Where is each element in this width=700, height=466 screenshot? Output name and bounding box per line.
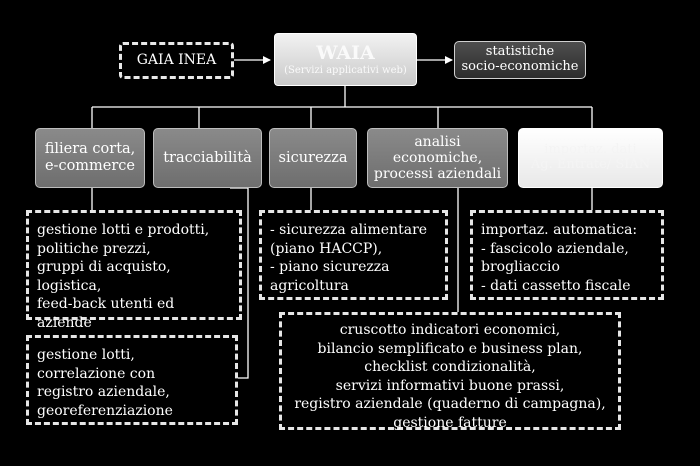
sicurezza-node: sicurezza <box>269 128 357 188</box>
tracciabilita-label: tracciabilità <box>163 149 252 166</box>
note-line: gestione lotti e prodotti, <box>37 222 210 238</box>
note-line: gruppi di acquisto, <box>37 259 171 275</box>
note-line: bilancio semplificato e business plan, <box>317 340 583 357</box>
gaia-inea-node: GAIA INEA <box>119 42 234 79</box>
sicurezza-label: sicurezza <box>278 149 348 166</box>
importaz-line-1: importaz. dati <box>544 142 637 158</box>
note-line: agricoltura <box>270 277 349 294</box>
analisi-details-note: cruscotto indicatori economici, bilancio… <box>279 312 621 431</box>
note-line: registro aziendale, <box>37 384 170 400</box>
note-line: brogliaccio <box>481 259 560 275</box>
statistiche-node: statistiche socio-economiche <box>454 41 586 79</box>
note-line: - sicurezza alimentare <box>270 222 428 238</box>
analisi-node: analisi economiche, processi aziendali <box>367 128 508 188</box>
analisi-line-3: processi aziendali <box>373 166 502 183</box>
note-line: correlazione con <box>37 365 156 382</box>
note-line: registro aziendale (quaderno di campagna… <box>294 396 606 412</box>
waia-title: WAIA <box>316 41 375 64</box>
statistiche-line-2: socio-economiche <box>461 59 579 74</box>
note-line: importaz. automatica: <box>481 222 638 238</box>
filiera-line-1: filiera corta, <box>44 141 136 158</box>
importaz-node: importaz. dati Ag. Entrate/ SIAN <box>518 128 663 188</box>
filiera-details-note: gestione lotti e prodotti, politiche pre… <box>26 210 242 331</box>
tracciabilita-details-note: gestione lotti, correlazione con registr… <box>26 335 238 425</box>
note-line: georeferenziazione <box>37 402 173 419</box>
tracciabilita-node: tracciabilità <box>153 128 262 188</box>
waia-subtitle: (Servizi applicativi web) <box>284 64 407 76</box>
analisi-line-1: analisi <box>414 133 461 150</box>
waia-node: WAIA (Servizi applicativi web) <box>274 33 417 86</box>
statistiche-line-1: statistiche <box>485 44 555 60</box>
filiera-line-2: e-commerce <box>44 158 136 174</box>
importaz-details-note: importaz. automatica: - fascicolo aziend… <box>470 210 664 300</box>
note-line: gestione fatture <box>393 414 507 431</box>
note-line: checklist condizionalità, <box>364 359 536 375</box>
filiera-node: filiera corta, e-commerce <box>35 128 145 188</box>
note-line: - dati cassetto fiscale <box>481 277 631 294</box>
analisi-line-2: economiche, <box>392 149 483 166</box>
note-line: (piano HACCP), <box>270 240 383 257</box>
sicurezza-details-note: - sicurezza alimentare (piano HACCP), - … <box>259 210 448 300</box>
note-line: - piano sicurezza <box>270 259 390 275</box>
note-line: politiche prezzi, <box>37 240 151 257</box>
note-line: cruscotto indicatori economici, <box>339 322 561 338</box>
note-line: - fascicolo aziendale, <box>481 240 629 257</box>
note-line: servizi informativi buone prassi, <box>335 377 565 394</box>
note-line: logistica, <box>37 277 102 294</box>
note-line: feed-back utenti ed aziende <box>37 296 175 331</box>
gaia-inea-label: GAIA INEA <box>136 52 217 69</box>
link-tracciabilita-note <box>230 187 249 379</box>
note-line: gestione lotti, <box>37 347 135 363</box>
importaz-line-2: Ag. Entrate/ SIAN <box>530 157 651 172</box>
